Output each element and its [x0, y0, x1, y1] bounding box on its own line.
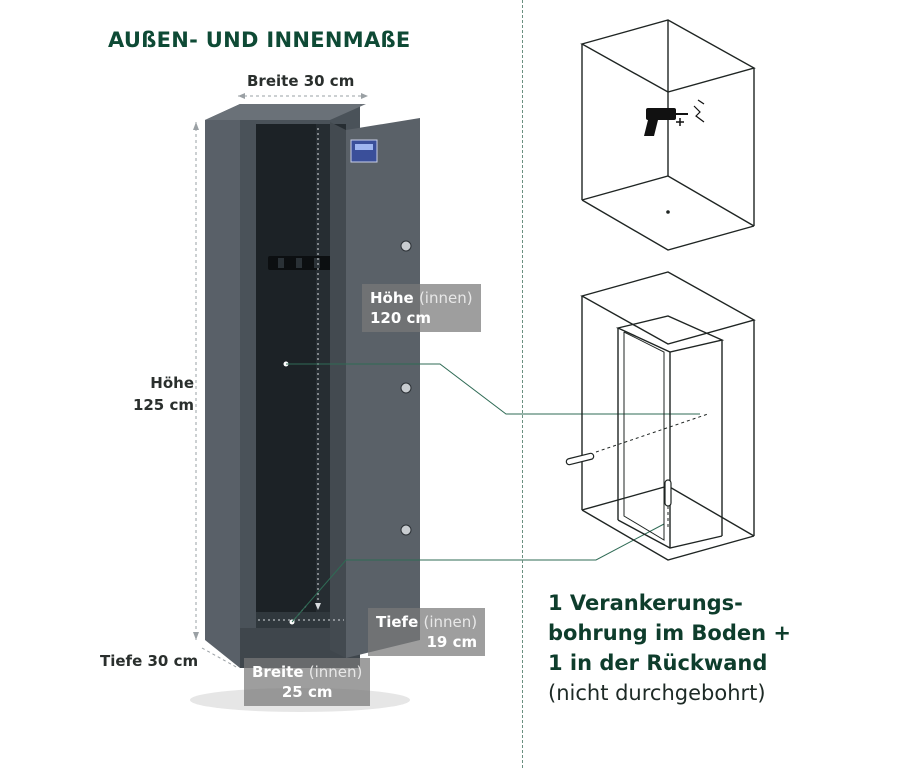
- inner-width-line-1: Breite (innen): [252, 662, 362, 682]
- inner-height-value: 120 cm: [370, 309, 432, 327]
- inner-width-value: 25 cm: [281, 683, 333, 701]
- width-arrow-left: [238, 93, 245, 99]
- inner-width-paren: (innen): [308, 663, 363, 681]
- safe-door-edge: [330, 122, 346, 658]
- inner-depth-paren: (innen): [423, 613, 478, 631]
- guide-line-floor: [291, 523, 665, 623]
- door-bolt-3: [400, 524, 412, 536]
- anchoring-line-1: 1 Verankerungs-: [548, 591, 743, 615]
- inner-width-word: Breite: [252, 663, 304, 681]
- outer-height-label-value: 125 cm: [132, 396, 194, 414]
- safe-floor: [256, 612, 346, 628]
- anchor-bolt-floor: [664, 479, 672, 530]
- inner-height-arrow: [315, 603, 321, 610]
- anchor-bolt-back: [565, 413, 709, 466]
- outer-width-label: Breite 30 cm: [247, 72, 355, 90]
- anchoring-line-2: bohrung im Boden +: [548, 621, 791, 645]
- inner-height-word: Höhe: [370, 289, 414, 307]
- anchoring-note: 1 Verankerungs- bohrung im Boden + 1 in …: [548, 588, 791, 708]
- guide-line-back: [286, 363, 700, 415]
- wall-diagram: [580, 19, 756, 251]
- drill-icon: [644, 99, 705, 136]
- depth-dimension-line: [201, 647, 239, 669]
- safe-door: [346, 118, 420, 658]
- safe-side: [205, 104, 240, 668]
- outer-height-label-word: Höhe: [150, 374, 194, 392]
- floor-drill-hole: [666, 210, 670, 214]
- gun-rack-slot-2: [296, 258, 302, 268]
- inner-height-line-1: Höhe (innen): [370, 288, 473, 308]
- inner-depth-box: Tiefe (innen) 19 cm: [368, 608, 486, 656]
- outer-depth-label: Tiefe 30 cm: [100, 652, 199, 670]
- section-divider: [522, 0, 523, 768]
- keypad-screen: [355, 144, 373, 150]
- inner-height-box: Höhe (innen) 120 cm: [362, 284, 481, 332]
- safe-top: [205, 104, 366, 120]
- door-bolt-1: [400, 240, 412, 252]
- inner-depth-line-1: Tiefe (innen): [376, 612, 477, 632]
- anchoring-line-4: (nicht durchgebohrt): [548, 681, 766, 705]
- gun-rack-slot-1: [278, 258, 284, 268]
- width-arrow-right: [361, 93, 368, 99]
- keypad: [350, 139, 378, 163]
- inner-height-paren: (innen): [418, 289, 473, 307]
- inner-width-box: Breite (innen) 25 cm: [244, 658, 371, 706]
- gun-rack-slot-3: [314, 258, 320, 268]
- height-arrow-bottom: [193, 632, 199, 640]
- safe-outline: [615, 315, 725, 549]
- room-diagram: [580, 271, 756, 561]
- inner-depth-value: 19 cm: [426, 633, 478, 651]
- inner-depth-word: Tiefe: [376, 613, 419, 631]
- page-title: AUßEN- UND INNENMAßE: [108, 28, 411, 52]
- door-bolt-2: [400, 382, 412, 394]
- height-arrow-top: [193, 122, 199, 130]
- anchoring-line-3: 1 in der Rückwand: [548, 651, 768, 675]
